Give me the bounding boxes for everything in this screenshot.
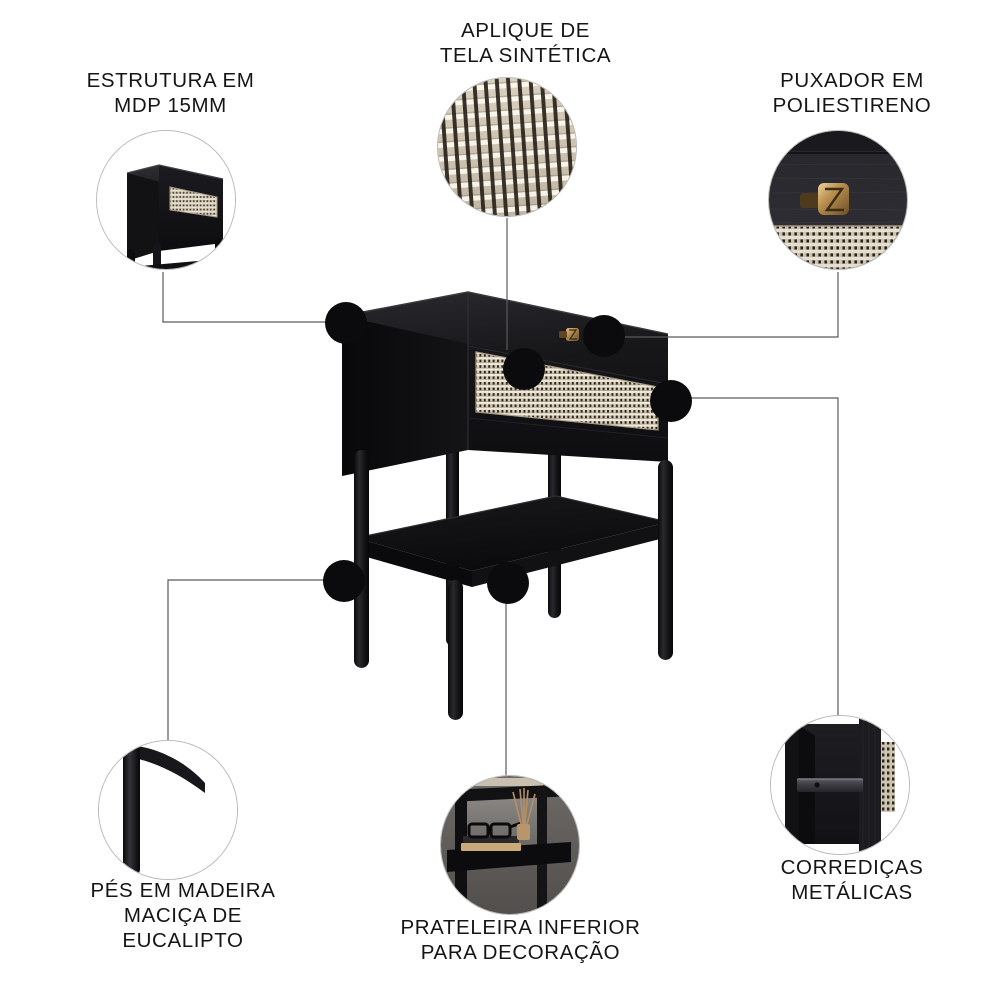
diffuser-reeds — [512, 788, 536, 825]
shelf-front-face — [356, 538, 472, 587]
callout-bubble-tela[interactable] — [437, 77, 577, 217]
leg-detail — [123, 743, 140, 877]
diffuser-bottle — [517, 824, 530, 840]
cabinet-left-side — [342, 292, 468, 476]
hotspot-puxador[interactable] — [583, 315, 625, 357]
leg-front-center — [448, 580, 463, 720]
drawer-top-seam — [467, 345, 669, 385]
leg-front-right — [658, 460, 673, 660]
wire-pes — [167, 579, 343, 742]
knob-emblem-detail — [824, 187, 845, 212]
callout-bubble-corredicas[interactable] — [770, 715, 910, 855]
callout-label-corredicas: CORREDIÇAS METÁLICAS — [780, 856, 924, 904]
callout-bubble-estrutura[interactable] — [96, 130, 236, 270]
callout-label-prateleira: PRATELEIRA INFERIOR PARA DECORAÇÃO — [400, 916, 641, 964]
callout-bubble-puxador[interactable] — [768, 130, 908, 270]
callout-label-pes: PÉS EM MADEIRA MACIÇA DE EUCALIPTO — [90, 879, 276, 952]
hotspot-pes[interactable] — [323, 560, 365, 602]
hotspot-prateleira[interactable] — [487, 562, 529, 604]
callout-label-estrutura: ESTRUTURA EM MDP 15MM — [86, 69, 255, 117]
knob-emblem — [568, 329, 578, 340]
post-left — [785, 722, 799, 848]
post-right — [859, 716, 881, 854]
hotspot-tela[interactable] — [503, 348, 545, 390]
knob-group — [559, 328, 579, 341]
hotspot-corredicas[interactable] — [650, 380, 692, 422]
mdp-side-panel — [127, 165, 159, 261]
pes-photo — [99, 741, 237, 879]
book-bottom — [461, 843, 521, 851]
prateleira-photo — [441, 776, 579, 914]
callout-label-tela: APLIQUE DE TELA SINTÉTICA — [439, 19, 612, 67]
callout-label-puxador: PUXADOR EM POLIESTIRENO — [772, 69, 932, 117]
puxador-photo — [769, 131, 907, 269]
hotspot-estrutura[interactable] — [325, 302, 367, 344]
rail-screw-hole — [814, 782, 820, 788]
glasses-detail — [467, 821, 522, 839]
shelf-top-face — [356, 496, 668, 571]
shelf-top-edge — [355, 495, 669, 539]
drawer-bottom-seam — [467, 417, 669, 439]
wire-puxador — [602, 272, 839, 338]
callout-bubble-prateleira[interactable] — [440, 775, 580, 915]
rail-detail — [128, 745, 205, 793]
corredicas-photo — [771, 716, 909, 854]
metal-slide-rail — [797, 778, 863, 792]
leg-front-left — [354, 450, 369, 668]
tela-sintetica-texture — [438, 78, 576, 216]
wire-corredicas — [668, 397, 839, 718]
wire-estrutura — [162, 272, 344, 323]
knob-stem — [559, 331, 567, 338]
rattan-edge — [881, 742, 895, 812]
estrutura-photo — [97, 131, 235, 269]
callout-bubble-pes[interactable] — [98, 740, 238, 880]
